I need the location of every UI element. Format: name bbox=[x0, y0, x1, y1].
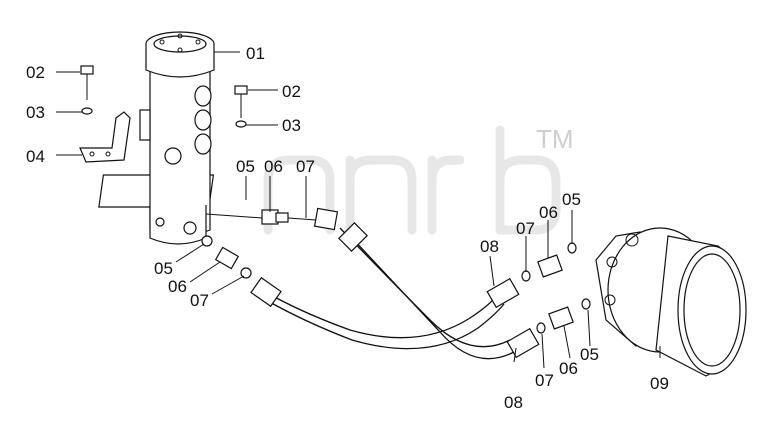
adapter-joint bbox=[214, 246, 240, 270]
callout-06-top: 06 bbox=[264, 157, 283, 176]
oring-motor-top bbox=[567, 242, 577, 254]
watermark-tm: TM bbox=[536, 124, 574, 154]
callout-07-motor-top: 07 bbox=[516, 219, 535, 238]
upper-fittings bbox=[205, 207, 339, 231]
leader-lines bbox=[56, 51, 661, 369]
hose-lower bbox=[250, 276, 540, 359]
callout-03-right: 03 bbox=[282, 116, 301, 135]
callout-02-right: 02 bbox=[282, 82, 301, 101]
callout-06-motor-bottom: 06 bbox=[559, 359, 578, 378]
adapter-motor-upper bbox=[537, 254, 563, 278]
washer-right bbox=[235, 120, 247, 128]
callout-03-left: 03 bbox=[26, 103, 45, 122]
center-joint bbox=[98, 31, 215, 245]
oring-motor-upper bbox=[521, 270, 531, 282]
adapter-motor-lower bbox=[548, 306, 574, 330]
callout-08-top: 08 bbox=[480, 237, 499, 256]
callout-04: 04 bbox=[26, 147, 45, 166]
callout-05-top: 05 bbox=[236, 157, 255, 176]
washer-left bbox=[81, 107, 93, 115]
bolt-left bbox=[80, 65, 94, 100]
callout-05-motor-top: 05 bbox=[562, 190, 581, 209]
bolt-right bbox=[234, 85, 248, 118]
callout-07-left: 07 bbox=[190, 291, 209, 310]
travel-motor bbox=[595, 227, 747, 377]
callout-07-motor-bottom: 07 bbox=[535, 371, 554, 390]
mounting-bracket bbox=[79, 111, 131, 163]
watermark-logo: TM bbox=[263, 124, 574, 235]
callout-06-left: 06 bbox=[168, 277, 187, 296]
callout-09: 09 bbox=[650, 374, 669, 393]
callout-02-left: 02 bbox=[26, 63, 45, 82]
callout-06-motor-top: 06 bbox=[539, 203, 558, 222]
callout-01: 01 bbox=[246, 44, 265, 63]
callout-08-bottom: 08 bbox=[504, 393, 523, 412]
oring-joint bbox=[201, 235, 213, 247]
callout-07-top: 07 bbox=[296, 157, 315, 176]
oring-motor-lower bbox=[536, 322, 546, 334]
callout-05-left: 05 bbox=[154, 259, 173, 278]
oring-joint-lower bbox=[240, 267, 252, 279]
oring-motor-bottom bbox=[581, 298, 591, 310]
callout-05-motor-bottom: 05 bbox=[580, 345, 599, 364]
